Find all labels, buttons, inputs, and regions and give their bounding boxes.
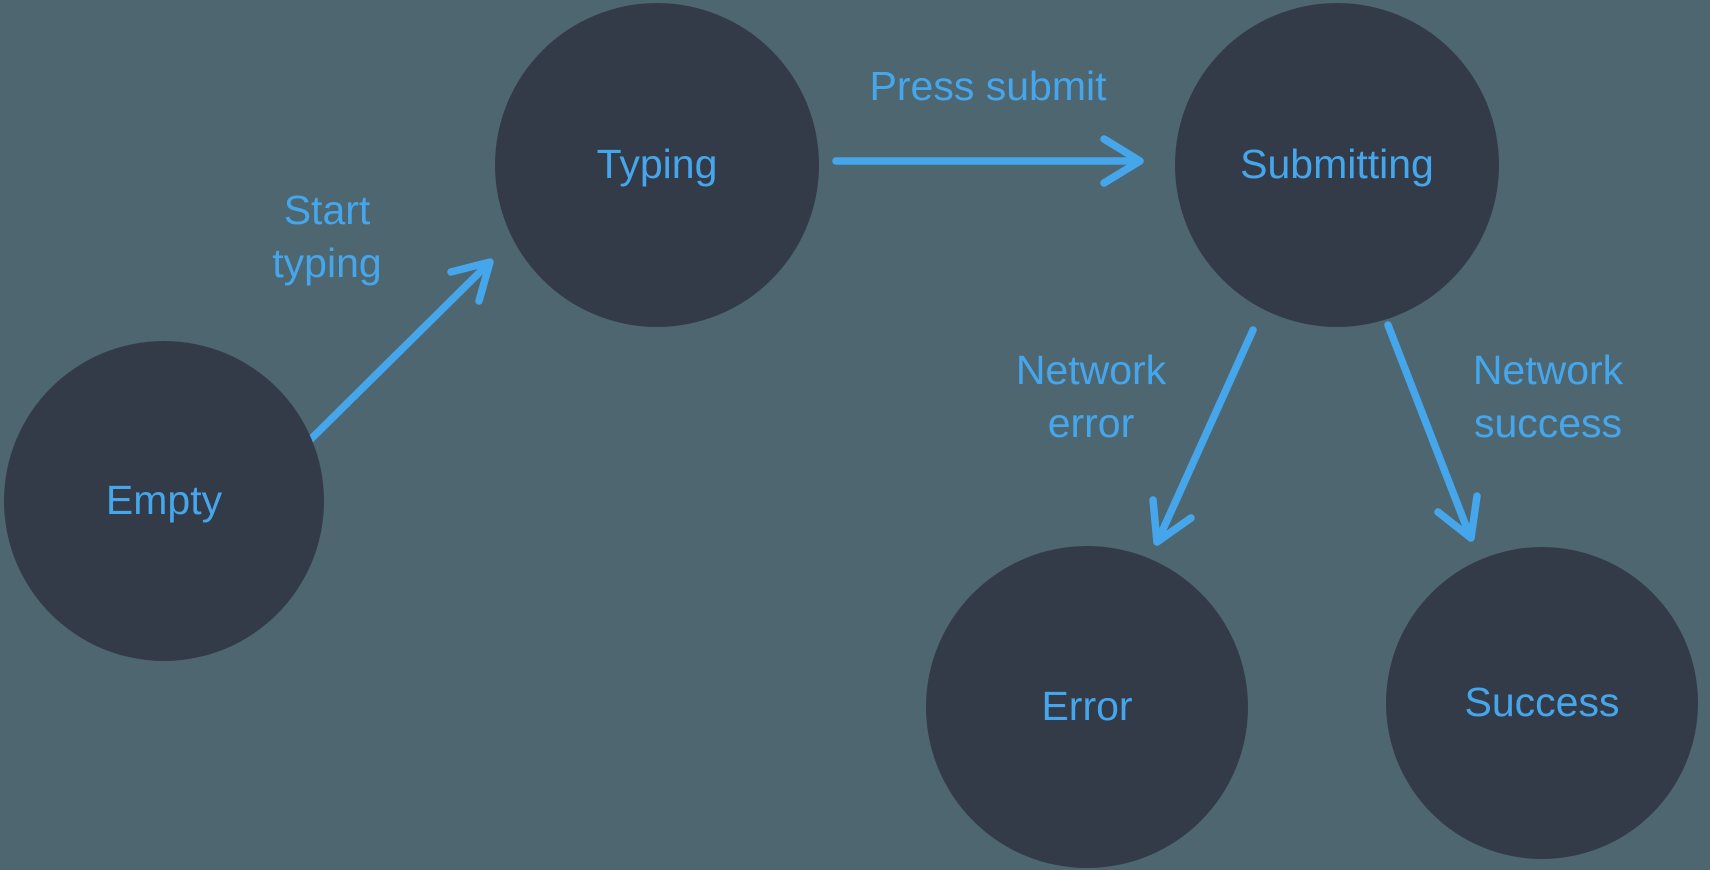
transition-arrow-press-submit bbox=[832, 135, 1144, 187]
state-node-success: Success bbox=[1386, 547, 1698, 859]
transition-label-press-submit: Press submit bbox=[869, 63, 1107, 109]
state-label-error: Error bbox=[1041, 683, 1133, 730]
arrowhead-icon bbox=[447, 258, 494, 305]
arrowhead-icon bbox=[1149, 496, 1195, 546]
transition-label-network-error: Network error bbox=[1015, 347, 1167, 446]
state-label-typing: Typing bbox=[596, 141, 718, 188]
transition-label-start-typing: Start typing bbox=[272, 187, 382, 286]
state-label-empty: Empty bbox=[105, 477, 223, 524]
arrowhead-icon bbox=[1434, 492, 1481, 542]
state-node-empty: Empty bbox=[4, 341, 324, 661]
state-node-typing: Typing bbox=[495, 3, 819, 327]
arrowhead-icon bbox=[1100, 135, 1144, 187]
state-node-error: Error bbox=[926, 546, 1248, 868]
state-node-submitting: Submitting bbox=[1175, 3, 1499, 327]
state-label-success: Success bbox=[1464, 679, 1620, 726]
state-label-submitting: Submitting bbox=[1240, 141, 1434, 188]
transition-label-network-success: Network success bbox=[1472, 347, 1624, 446]
